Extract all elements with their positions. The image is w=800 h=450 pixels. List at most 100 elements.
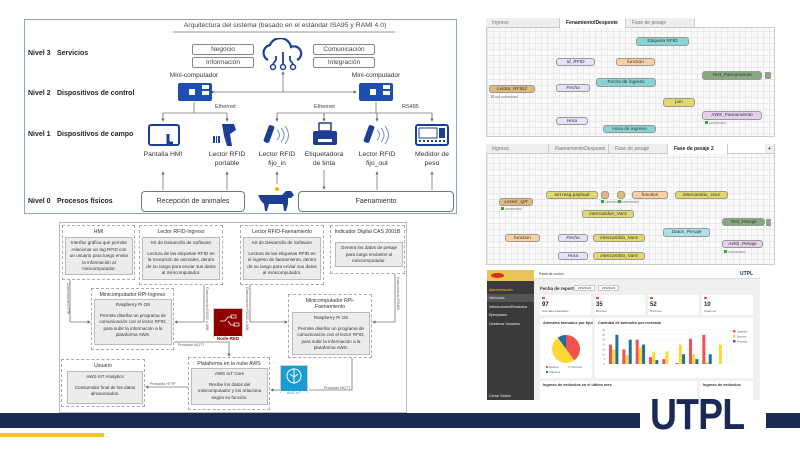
device-etiquetadora: Etiquetadora de tinta [304, 151, 344, 167]
flow-node-etiqueta-rfid[interactable]: Etiqueta RFID [636, 37, 689, 46]
pie-slice-caprinos[interactable] [557, 335, 566, 349]
vehicles-month-title: Ingreso de vehículos en el último mes [543, 383, 612, 387]
bar-bovinos[interactable] [625, 355, 629, 364]
flow-node-intercambio-var4-b[interactable]: intercambio_Var4 [593, 252, 645, 260]
weight-meter-icon [415, 124, 449, 146]
flow-node-fecha-ingreso[interactable]: Fecha de ingreso [596, 78, 656, 87]
tab-faenamiento-desposte[interactable]: FaenamientoDesposte [549, 144, 609, 154]
flow-node-fecha[interactable]: Fecha [556, 84, 590, 92]
bar-porcinos[interactable] [655, 360, 659, 364]
bar-caprinos[interactable] [675, 363, 679, 364]
flow-node-test-pesaje[interactable]: Test_Pesaje [722, 218, 765, 226]
flow-node-intercambio-var3[interactable]: intercambio_Var3 [582, 210, 634, 218]
bar-porcinos[interactable] [695, 359, 699, 364]
flow-node-function-2[interactable]: function [505, 234, 540, 242]
sidebar-item-gestionar-usuarios[interactable]: Gestionar Usuarios [489, 322, 520, 326]
tab-bar-empty [728, 144, 775, 154]
date-from-input[interactable]: 23/6/2023 [574, 285, 595, 291]
level-0-name: Procesos físicos [57, 198, 113, 205]
printer-icon [313, 122, 337, 145]
flow-node-join[interactable]: join [663, 98, 695, 107]
bar-caprinos[interactable] [702, 334, 706, 364]
tab-fase-pesaje[interactable]: Fase de pesaje [626, 18, 695, 28]
tab-ingreso[interactable]: Ingreso [486, 144, 549, 154]
kpi-value: 52 [650, 302, 657, 308]
flow-node-hora[interactable]: Hora [558, 252, 588, 260]
bar-bovinos[interactable] [692, 354, 696, 364]
pie-slice-porcinos[interactable] [552, 337, 575, 363]
bar-bovinos[interactable] [652, 352, 656, 364]
bar-caprinos[interactable] [635, 339, 639, 364]
tab-fase-pesaje-2[interactable]: Fase de pesaje 2 [668, 144, 728, 154]
flow-node-hora[interactable]: Hora [556, 117, 588, 125]
flow-node-lector-rfid2[interactable]: Lector_RFID2 [489, 85, 535, 93]
level-1-number: Nivel 1 [28, 131, 51, 138]
process-faenamiento: Faenamiento [298, 191, 454, 212]
add-tab-button[interactable]: + [765, 144, 775, 154]
flow-node-id-rfid[interactable]: Id_RFID [556, 58, 595, 66]
bar-caprinos[interactable] [649, 357, 652, 364]
level-2-number: Nivel 2 [28, 90, 51, 97]
bar-porcinos[interactable] [628, 339, 632, 364]
bar-porcinos[interactable] [642, 344, 646, 364]
debug-toggle-button[interactable] [765, 72, 771, 79]
flow-node-intercambio-var2[interactable]: intercambio_Var2 [675, 191, 728, 199]
link-label-ethernet: Ethernet [314, 104, 335, 110]
sidebar-item-introductores[interactable]: Introductores/Recaudos [489, 305, 528, 309]
flow-node-json[interactable] [601, 191, 609, 199]
bar-bovinos[interactable] [718, 344, 722, 364]
pie-slice-bovinos[interactable] [566, 335, 580, 361]
debug-toggle-button[interactable] [766, 219, 771, 226]
tab-fenamiento-desposte[interactable]: Fenamiento/Desposte [560, 18, 626, 28]
flow-node-lector-qr[interactable]: Lector_QR [499, 198, 533, 206]
bar-caprinos[interactable] [662, 359, 666, 364]
bar-bovinos[interactable] [678, 344, 682, 364]
bar-porcinos[interactable] [682, 354, 686, 364]
aws-iot-brain-icon [286, 368, 302, 384]
service-informacion: Información [192, 57, 254, 68]
rfid-faenamiento-description: Lectura de las etiquetas RFID en el ingr… [247, 250, 317, 276]
flow-node-function[interactable]: function [632, 191, 668, 199]
flow-node-fecha[interactable]: Fecha [558, 234, 588, 242]
pie-chart-title: Animales faenados por tipo [543, 321, 593, 325]
bar-caprinos[interactable] [609, 344, 612, 364]
dashboard-brand: UTPL [740, 271, 754, 277]
flow-node-function[interactable]: function [616, 58, 655, 66]
level-1-name: Dispositivos de campo [57, 131, 134, 138]
bar-bovinos[interactable] [665, 351, 669, 364]
flow-node-hora-ingreso[interactable]: Hora de ingreso [603, 125, 656, 133]
bar-caprinos[interactable] [622, 349, 626, 364]
date-to-input[interactable]: 23/6/2023 [598, 285, 619, 291]
bar-bovinos[interactable] [612, 349, 616, 364]
link-label-rs485: RS485 [402, 104, 419, 110]
sidebar-item-cerrar-sesion[interactable]: Cerrar Sesión [489, 394, 512, 398]
flow-node-aws-pesaje[interactable]: AWS_Pesaje [722, 240, 763, 248]
flow-node-set-payload[interactable]: set msg.payload [546, 191, 598, 199]
flow-node-intercambio-var4[interactable]: intercambio_Var4 [593, 234, 645, 242]
node-status: connected [705, 121, 726, 125]
flow-node-test-faenamiento[interactable]: Test_Faenamiento [702, 71, 762, 80]
bar-caprinos[interactable] [689, 338, 692, 364]
pie-legend-swatch [568, 366, 570, 368]
link-label-ethernet: Ethernet [215, 104, 236, 110]
status-text: connected [505, 207, 522, 211]
tab-fase-pesaje[interactable]: Fase de pesaje [609, 144, 668, 154]
sidebar-item-administracion[interactable]: Administración [489, 288, 513, 292]
bar-bovinos[interactable] [705, 362, 709, 364]
flow-node-datos-pesaje[interactable]: Datos_Pesaje [663, 228, 710, 237]
flow-node-aws-faenamiento[interactable]: AWS_Faenamiento [702, 111, 762, 120]
kpi-label: Porcinos [650, 309, 662, 313]
flow-node-json[interactable] [617, 191, 625, 199]
bar-porcinos[interactable] [615, 334, 619, 364]
device-lector-rfid-portable: Lector RFID portable [208, 151, 246, 167]
minicomputer-icon [178, 83, 212, 101]
bar-porcinos[interactable] [708, 354, 712, 364]
tab-ingreso[interactable]: Ingreso [486, 18, 560, 28]
sidebar-item-vehiculos[interactable]: Vehículos [489, 296, 505, 300]
kpi-icon [650, 297, 653, 299]
sidebar-item-ejemplares[interactable]: Ejemplares [489, 313, 507, 317]
bar-bovinos[interactable] [638, 347, 642, 364]
